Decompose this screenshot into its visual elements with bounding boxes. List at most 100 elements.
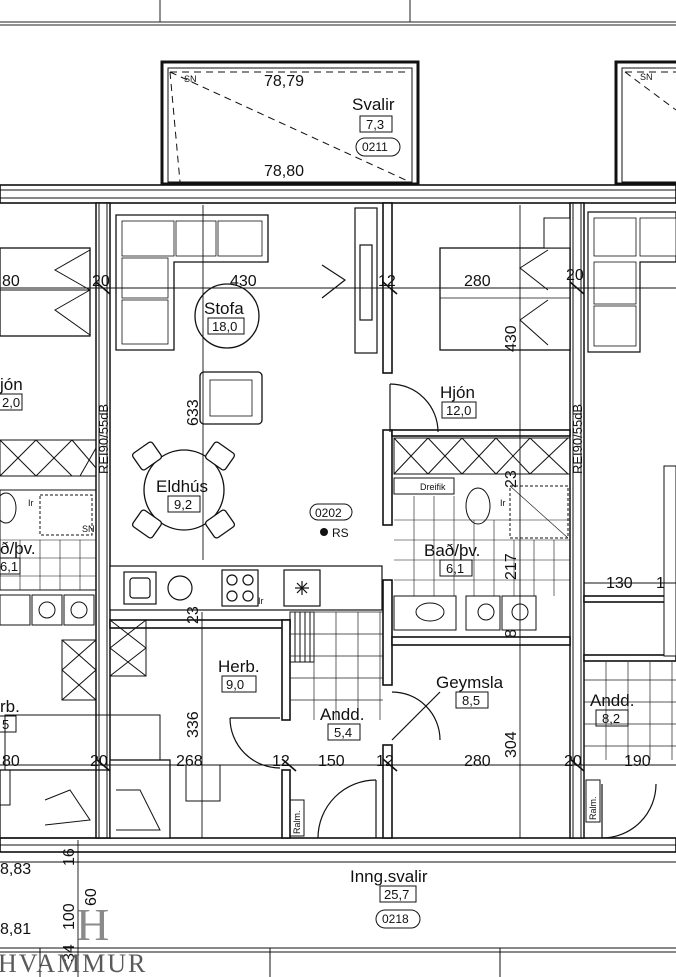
entry-tag-box: [375, 909, 421, 929]
herb-left-area: 5: [2, 717, 9, 732]
right-unit: [587, 211, 676, 657]
dim-12-top: 12: [378, 273, 396, 290]
sn-label-1: SN: [184, 74, 197, 84]
herb-bed: [109, 759, 221, 839]
balcony-right: [614, 60, 676, 186]
dim-20-top-right: 20: [566, 267, 584, 284]
bad-area-box: [439, 559, 473, 577]
dim-20-bottom-left: 20: [90, 753, 108, 770]
logo-text: HVAMMUR: [0, 949, 147, 977]
entry-tag: 0218: [382, 912, 409, 926]
ralm-box-2: [585, 779, 601, 823]
bad-left-area-box: [0, 557, 21, 575]
closet-kitchen: [109, 619, 147, 677]
herb-name: Herb.: [218, 657, 260, 676]
dining-table: [131, 441, 236, 539]
corridor: [0, 861, 676, 977]
balcony-main: [160, 60, 420, 186]
dim-12-bottom-b: 12: [376, 753, 394, 770]
svalir-area-box: [359, 115, 393, 133]
dim-280-top: 280: [464, 273, 491, 290]
dim-633: 633: [185, 399, 202, 426]
andd-right-area: 8,2: [602, 711, 620, 726]
dim-23-kitchen: 23: [185, 606, 202, 624]
sofa: [115, 214, 269, 351]
andd-right-area-box: [595, 709, 629, 727]
stofa-name: Stofa: [204, 299, 244, 318]
hjon-left-area-box: [0, 393, 23, 411]
geymsla-area-box: [455, 691, 489, 709]
stofa-area-box: [207, 317, 245, 335]
sn-label-2: SN: [640, 72, 653, 82]
ir-label-1: Ir: [28, 498, 34, 508]
sliding-door: [321, 207, 378, 354]
dim-20-bottom-right: 20: [564, 753, 582, 770]
doors: [229, 383, 657, 839]
hjon-area-box: [441, 401, 477, 419]
inngsvalir-area: 25,7: [384, 887, 409, 902]
bathroom: [393, 477, 570, 631]
dim-1: 1: [656, 575, 665, 592]
dim-16: 16: [61, 848, 78, 866]
dim-80-top: 80: [2, 273, 20, 290]
hjon-closet: [393, 437, 571, 475]
elevation-entry-2: 8,81: [0, 921, 31, 938]
hvammur-logo: H HVAMMUR: [0, 899, 147, 977]
hjon-name: Hjón: [440, 383, 475, 402]
stofa-area: 18,0: [212, 319, 237, 334]
herb-area-box: [221, 675, 257, 693]
dim-34: 34: [61, 944, 78, 962]
dim-130: 130: [606, 575, 633, 592]
elevation-balcony-top: 78,79: [264, 73, 304, 90]
geymsla-name: Geymsla: [436, 673, 504, 692]
dim-60: 60: [83, 888, 100, 906]
armchair: [199, 371, 263, 425]
logo-mark: H: [76, 899, 109, 950]
dim-268: 268: [176, 753, 203, 770]
dim-217: 217: [503, 553, 520, 580]
entrance-tiles: [290, 611, 383, 720]
bad-left-name: ð/þv.: [0, 539, 36, 558]
dim-280-bottom: 280: [464, 753, 491, 770]
dim-100: 100: [61, 903, 78, 930]
inngsvalir-name: Inng.svalir: [350, 867, 428, 886]
dim-336: 336: [185, 711, 202, 738]
herb-area: 9,0: [226, 677, 244, 692]
shoe-rack: [289, 611, 315, 663]
stofa-room-circle: [194, 283, 260, 349]
herb-left-area-box: [0, 715, 17, 733]
andd-area-box: [327, 723, 361, 741]
rs-label: RS: [332, 526, 349, 540]
dim-150: 150: [318, 753, 345, 770]
right-unit-tiles: [584, 662, 676, 760]
eldhus-area: 9,2: [174, 497, 192, 512]
bad-area: 6,1: [446, 561, 464, 576]
dimension-lines: [0, 205, 676, 977]
rs-dot: [320, 528, 328, 536]
eldhus-name: Eldhús: [156, 477, 208, 496]
ir-label-3: Ir: [500, 498, 506, 508]
hjon-bed: [439, 217, 571, 351]
dim-23-right: 23: [503, 470, 520, 488]
inngsvalir-area-box: [379, 885, 417, 903]
ralm-box-1: [289, 799, 305, 837]
elevation-entry-1: 8,83: [0, 861, 31, 878]
ir-label-2: Ir: [258, 596, 264, 606]
svalir-name: Svalir: [352, 95, 395, 114]
top-border: [0, 0, 676, 26]
hjon-left-area: 2,0: [2, 395, 20, 410]
hjon-left-name: jón: [0, 375, 23, 394]
wall-label-left: REI90/55dB: [96, 404, 111, 474]
dim-430-vertical: 430: [503, 325, 520, 352]
herb-left-name: rb.: [0, 697, 20, 716]
dim-190: 190: [624, 753, 651, 770]
dim-80-bottom: 80: [2, 753, 20, 770]
dim-304: 304: [503, 731, 520, 758]
ralm-label-2: Ralm.: [588, 796, 598, 820]
bad-left-area: 6,1: [0, 559, 18, 574]
kitchen-counter: [109, 565, 383, 611]
sn-label-3: SN: [82, 524, 95, 534]
andd-right-name: Andd.: [590, 691, 634, 710]
svalir-area: 7,3: [366, 117, 384, 132]
